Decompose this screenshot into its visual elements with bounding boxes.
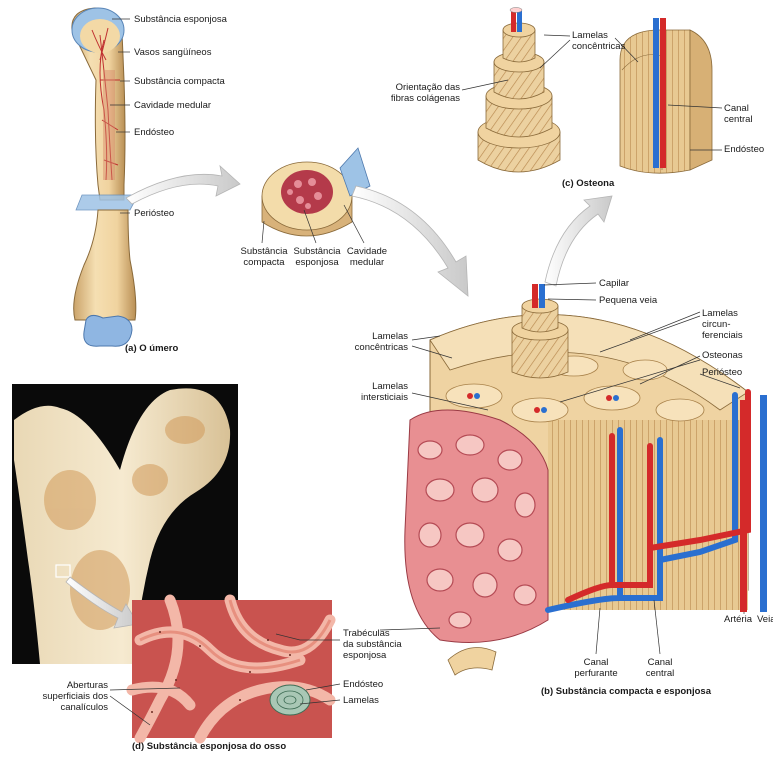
arrow-to-section: [126, 166, 240, 204]
label-blood-vessels: Vasos sangüíneos: [134, 47, 211, 58]
humerus-figure: [72, 8, 138, 346]
label-spongy-substance: Substância esponjosa: [134, 14, 227, 25]
label-artery: Artéria: [724, 614, 752, 625]
label-vein: Veia: [757, 614, 773, 625]
label-lamellae-d: Lamelas: [343, 695, 379, 706]
caption-osteon: (c) Osteona: [562, 178, 614, 189]
label-osteons: Osteonas: [702, 350, 743, 361]
caption-compact-spongy: (b) Substância compacta e esponjosa: [541, 686, 711, 697]
caption-humerus: (a) O úmero: [125, 343, 178, 354]
arrow-to-osteon: [545, 196, 612, 286]
caption-spongy-bone: (d) Substância esponjosa do osso: [132, 741, 286, 752]
label-endosteum-d: Endósteo: [343, 679, 383, 690]
label-periosteum-a: Periósteo: [134, 208, 174, 219]
label-medullary-cavity: Cavidade medular: [134, 100, 211, 111]
label-compact-substance: Substância compacta: [134, 76, 225, 87]
arrow-to-block: [352, 186, 468, 296]
label-endosteum-a: Endósteo: [134, 127, 174, 138]
spongy-bone-detail: [132, 600, 332, 738]
label-capillary: Capilar: [599, 278, 629, 289]
compact-spongy-block: [405, 284, 767, 675]
osteon-telescoping: [478, 8, 560, 173]
label-endosteum-c: Endósteo: [724, 144, 764, 155]
label-small-vein: Pequena veia: [599, 295, 657, 306]
label-periosteum-b: Periósteo: [702, 367, 742, 378]
